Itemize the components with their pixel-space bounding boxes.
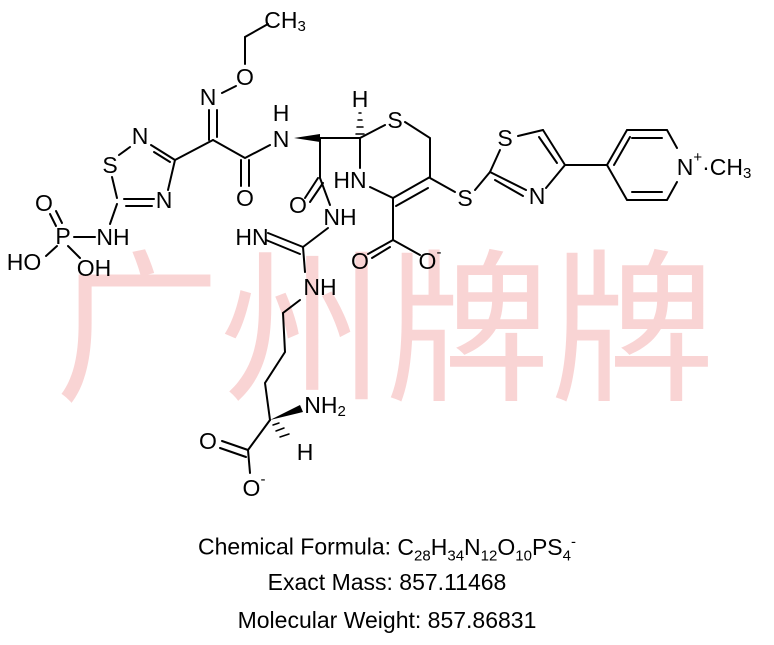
formula-count: 28: [414, 547, 431, 565]
watermark: 广州牌牌: [55, 235, 715, 427]
atom-o-amide: O: [236, 185, 254, 211]
atom-n-amide: N: [273, 126, 290, 152]
atom-nh-guanidine: NH: [303, 274, 336, 300]
atom-o-c8: O: [289, 192, 307, 218]
atom-o-p: O: [35, 190, 53, 216]
atom-nh-phosphoramide: NH: [96, 224, 129, 250]
atom-n-oxime: N: [200, 84, 217, 110]
atom-o-minus-acid: O-: [243, 471, 266, 502]
atom-ch3: CH3: [264, 7, 306, 35]
formula-value: C28H34N12O10PS4-: [397, 533, 576, 564]
formula-element: O: [497, 533, 516, 560]
atom-hn-guanidine: HN: [235, 224, 268, 250]
atom-nh-c8: NH: [323, 204, 356, 230]
atom-o-carboxylate: O: [351, 248, 369, 274]
formula-label: Chemical Formula:: [198, 533, 398, 560]
atom-p: P: [55, 223, 70, 249]
atom-h-amide: H: [273, 100, 290, 126]
bonds: [45, 23, 678, 474]
atom-n2-thiadiazole: N: [132, 123, 149, 149]
formula-element: N: [464, 533, 481, 560]
atom-ho-p: HO: [7, 249, 42, 275]
atom-s-ring: S: [387, 107, 402, 133]
atom-o-acid: O: [199, 428, 217, 454]
atom-n-pyridinium: N+·CH3: [677, 149, 752, 182]
formula-count: 10: [515, 547, 532, 565]
formula-element: H: [430, 533, 448, 560]
atom-n-thiazole: N: [529, 183, 546, 209]
formula-charge: -: [570, 533, 576, 550]
atom-labels: CH3 O N O N H S N N NH P O HO OH H S HN …: [7, 7, 752, 501]
atom-s-thiadiazole: S: [102, 152, 117, 178]
formula-element: P: [531, 533, 548, 560]
formula-count: 34: [447, 547, 465, 565]
atom-nh2: NH2: [304, 392, 346, 420]
atom-o-oxime: O: [236, 64, 254, 90]
atom-h-c6: H: [352, 86, 369, 112]
formula-count: 12: [480, 547, 498, 565]
chemical-formula: Chemical Formula: C28H34N12O10PS4-: [0, 533, 774, 564]
formula-count: 4: [562, 547, 571, 565]
atom-oh-p: OH: [77, 255, 112, 281]
atom-s-link: S: [457, 185, 472, 211]
exact-mass: Exact Mass: 857.11468: [267, 569, 507, 595]
molecular-weight: Molecular Weight: 857.86831: [237, 607, 537, 633]
atom-hn-ring: HN: [333, 167, 366, 193]
formula-element: S: [547, 533, 563, 560]
atom-o-minus-carboxylate: O-: [419, 244, 442, 275]
atom-s-thiazole: S: [497, 125, 512, 151]
atom-n4-thiadiazole: N: [156, 187, 173, 213]
atom-h-alpha: H: [297, 439, 314, 465]
formula-element: C: [397, 533, 415, 560]
